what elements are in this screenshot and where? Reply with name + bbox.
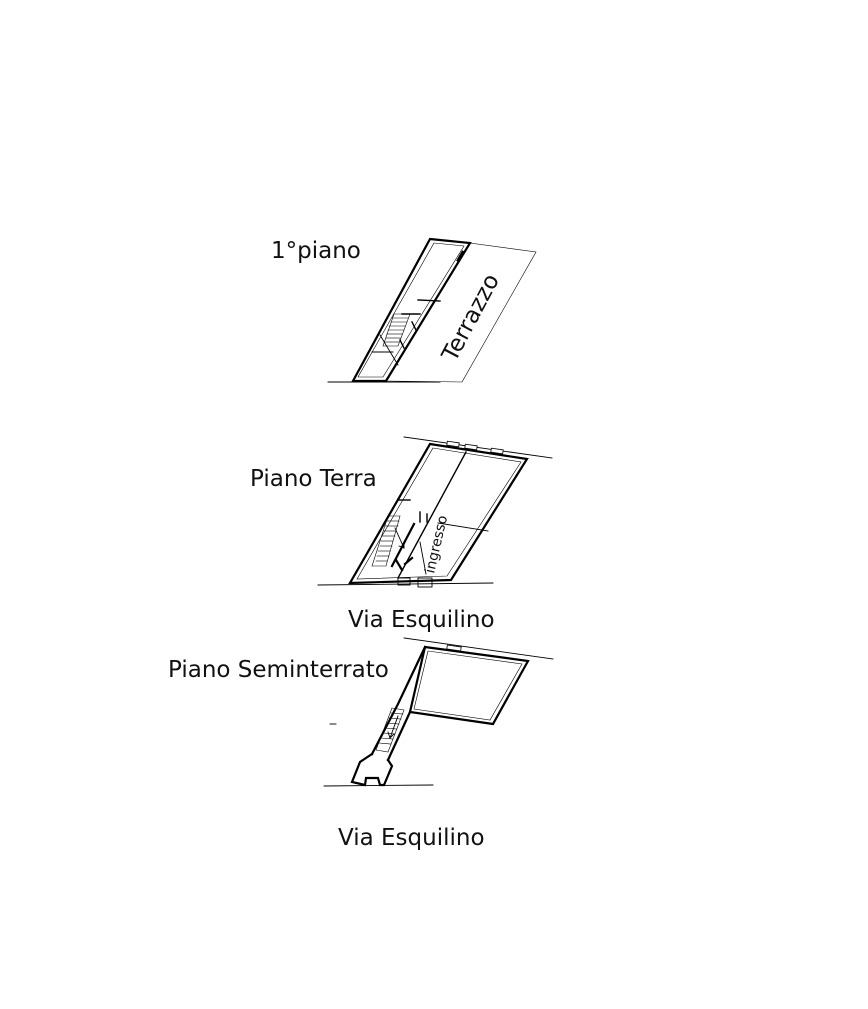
ground-floor-outer-wall bbox=[348, 442, 529, 585]
basement-label: Piano Seminterrato bbox=[168, 657, 389, 683]
ground-floor-partition bbox=[419, 541, 427, 575]
basement-entrance bbox=[350, 752, 394, 787]
terrace-label: Terrazzo bbox=[437, 270, 505, 367]
first-floor-label: 1°piano bbox=[271, 238, 361, 264]
ground-floor-entrance-step bbox=[397, 577, 411, 586]
first-floor-plan bbox=[327, 237, 537, 383]
ground-floor-stair bbox=[371, 515, 405, 567]
ground-floor-door bbox=[394, 558, 404, 572]
basement-main-room-inner bbox=[413, 650, 523, 721]
basement-street-line bbox=[323, 784, 434, 787]
terrace-outline bbox=[385, 242, 537, 383]
entrance-label: ingresso bbox=[422, 514, 451, 575]
basement-corridor-wall bbox=[386, 710, 412, 762]
first-floor-partition bbox=[417, 299, 441, 302]
ground-floor-inner-wall bbox=[356, 447, 522, 580]
first-floor-door bbox=[411, 321, 417, 331]
basement-rear-boundary bbox=[403, 637, 554, 660]
ground-floor-door bbox=[403, 556, 414, 566]
ground-floor-street-label: Via Esquilino bbox=[348, 607, 495, 633]
basement-window bbox=[446, 644, 462, 652]
basement-street-label: Via Esquilino bbox=[338, 825, 485, 851]
ground-floor-rear-boundary bbox=[403, 436, 553, 459]
basement-plan bbox=[323, 637, 554, 787]
ground-floor-partition bbox=[437, 522, 489, 532]
ground-floor-window bbox=[464, 443, 478, 451]
basement-main-room bbox=[408, 645, 530, 726]
first-floor-window bbox=[456, 250, 465, 263]
ground-floor-dividing-wall bbox=[397, 451, 467, 579]
ground-floor-window bbox=[490, 447, 504, 455]
ground-floor-street-line bbox=[317, 582, 494, 586]
basement-stair bbox=[375, 707, 405, 753]
first-floor-inner-wall bbox=[357, 242, 465, 378]
first-floor-partition bbox=[379, 334, 399, 366]
first-floor-stair bbox=[382, 313, 411, 347]
ground-floor-label: Piano Terra bbox=[250, 466, 377, 492]
ground-floor-plan bbox=[317, 436, 553, 588]
ground-floor-entrance-step bbox=[417, 577, 433, 588]
ground-floor-window bbox=[446, 440, 460, 448]
first-floor-door bbox=[399, 339, 405, 349]
